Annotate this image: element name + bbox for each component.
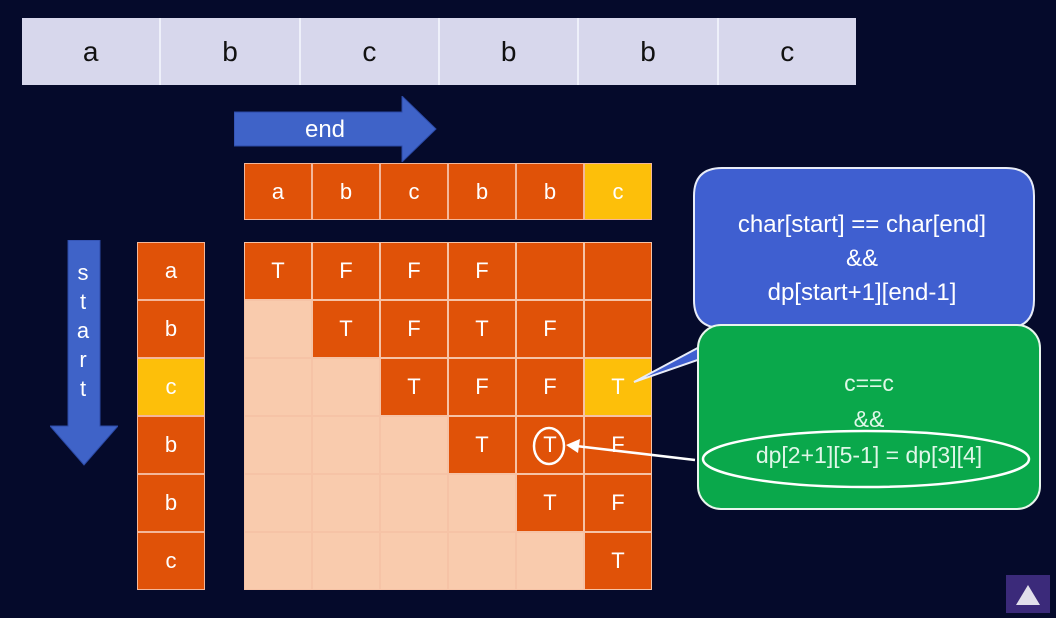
start-label-letter: t (79, 289, 87, 314)
dp-cell: F (516, 300, 584, 358)
start-index-cell: b (137, 300, 205, 358)
dp-cell (244, 300, 312, 358)
dp-cell: F (380, 242, 448, 300)
dp-cell: T (244, 242, 312, 300)
dp-cell (516, 242, 584, 300)
start-arrow-icon (50, 240, 118, 466)
end-index-cell: b (516, 163, 584, 220)
string-char-cell: b (161, 18, 301, 85)
end-index-cell: c (584, 163, 652, 220)
dp-cell (244, 532, 312, 590)
highlight-ellipse (701, 429, 1031, 489)
dp-cell: F (584, 474, 652, 532)
dp-cell (584, 300, 652, 358)
start-label-letter: r (79, 347, 87, 372)
example-line: c==c (844, 370, 894, 396)
start-label-letter: a (76, 318, 90, 343)
start-index-cell: b (137, 474, 205, 532)
dp-cell: T (448, 300, 516, 358)
channel-logo (1006, 575, 1050, 613)
dp-cell: T (516, 474, 584, 532)
dp-cell (380, 416, 448, 474)
dp-cell (244, 416, 312, 474)
input-string-row: a b c b b c (22, 18, 856, 85)
formula-line: char[start] == char[end] (737, 211, 987, 238)
dp-cell (312, 416, 380, 474)
dp-cell (380, 474, 448, 532)
dp-cell (380, 532, 448, 590)
string-char-cell: a (22, 18, 162, 85)
end-label: end (304, 116, 346, 143)
formula-line: dp[start+1][end-1] (767, 279, 957, 306)
end-index-cell: a (244, 163, 312, 220)
start-label-letter: s (77, 260, 89, 285)
dp-cell (312, 532, 380, 590)
dp-cell (584, 242, 652, 300)
example-line: && (853, 406, 885, 432)
dp-cell (516, 532, 584, 590)
dp-cell: F (448, 358, 516, 416)
start-index-cell: c (137, 532, 205, 590)
dp-cell: T (448, 416, 516, 474)
dp-cell (312, 474, 380, 532)
start-label: s t a r t (68, 258, 98, 403)
example-text: c==c && dp[2+1][5-1] = dp[3][4] (697, 365, 1041, 473)
formula-text: char[start] == char[end] && dp[start+1][… (700, 208, 1024, 310)
end-index-cell: b (312, 163, 380, 220)
dp-cell (448, 532, 516, 590)
dp-cell: T (380, 358, 448, 416)
dp-cell: F (312, 242, 380, 300)
end-index-cell: b (448, 163, 516, 220)
pointer-arrow-line (575, 444, 696, 462)
dp-cell (448, 474, 516, 532)
example-line: dp[2+1][5-1] = dp[3][4] (755, 442, 983, 468)
dp-cell (312, 358, 380, 416)
formula-line: && (845, 245, 878, 272)
string-char-cell: b (579, 18, 719, 85)
string-char-cell: b (439, 18, 580, 85)
end-index-cell: c (380, 163, 448, 220)
string-char-cell: c (718, 18, 856, 85)
dp-cell: F (380, 300, 448, 358)
string-char-cell: c (300, 18, 440, 85)
start-index-cell: a (137, 242, 205, 300)
dp-cell: F (516, 358, 584, 416)
start-index-cell: b (137, 416, 205, 474)
dp-cell: T (312, 300, 380, 358)
end-arrow-icon (234, 96, 437, 162)
target-cell-circle (532, 426, 566, 466)
dp-cell (244, 474, 312, 532)
pointer-arrow-head-icon (566, 439, 580, 453)
start-label-letter: t (79, 376, 87, 401)
dp-cell: T (584, 358, 652, 416)
dp-cell: F (584, 416, 652, 474)
dp-cell: T (584, 532, 652, 590)
dp-cell (244, 358, 312, 416)
start-index-cell: c (137, 358, 205, 416)
dp-cell: F (448, 242, 516, 300)
